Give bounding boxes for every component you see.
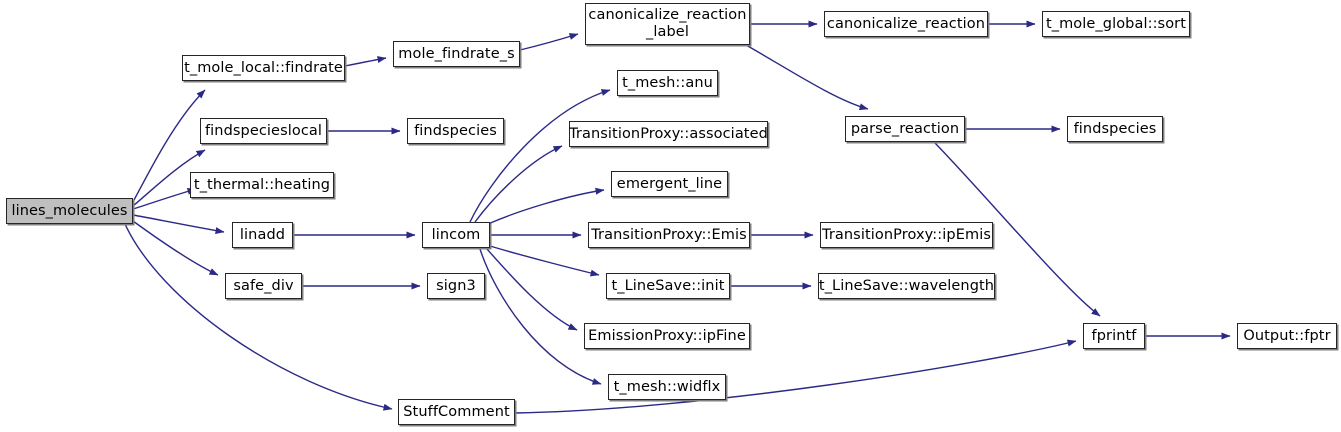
node-t_mole_global_sort[interactable]: t_mole_global::sort [1042, 11, 1190, 37]
node-TransitionProxy_associated[interactable]: TransitionProxy::associated [569, 121, 768, 147]
node-canonicalize_reaction_label[interactable]: canonicalize_reaction _label [585, 3, 750, 45]
node-fprintf[interactable]: fprintf [1083, 323, 1145, 349]
node-lines_molecules[interactable]: lines_molecules [6, 198, 133, 224]
edge-mole_findrate_s-to-canonicalize_reaction_label [519, 33, 579, 51]
node-t_LineSave_wavelength[interactable]: t_LineSave::wavelength [818, 273, 995, 299]
node-parse_reaction[interactable]: parse_reaction [845, 116, 965, 142]
edge-StuffComment-to-fprintf [514, 339, 1077, 414]
edge-lincom-to-TransitionProxy_associated [474, 145, 563, 223]
node-lincom[interactable]: lincom [422, 222, 490, 248]
node-safe_div[interactable]: safe_div [225, 273, 302, 299]
edge-lincom-to-emergent_line [487, 187, 605, 225]
node-mole_findrate_s[interactable]: mole_findrate_s [393, 41, 520, 67]
edge-lincom-to-EmissionProxy_ipFine [486, 248, 578, 331]
node-EmissionProxy_ipFine[interactable]: EmissionProxy::ipFine [584, 323, 750, 349]
node-Output_fptr[interactable]: Output::fptr [1237, 323, 1337, 349]
node-t_thermal_heating[interactable]: t_thermal::heating [190, 172, 334, 198]
node-findspecieslocal[interactable]: findspecieslocal [200, 118, 327, 144]
edge-t_mole_local_findrate-to-mole_findrate_s [344, 56, 387, 67]
edge-lincom-to-t_LineSave_init [489, 245, 600, 277]
node-emergent_line[interactable]: emergent_line [611, 171, 728, 197]
edge-lincom-to-t_mesh_anu [469, 89, 611, 223]
node-t_LineSave_init[interactable]: t_LineSave::init [606, 273, 730, 299]
node-TransitionProxy_ipEmis[interactable]: TransitionProxy::ipEmis [820, 222, 993, 248]
edge-lines_molecules-to-safe_div [132, 220, 219, 276]
node-canonicalize_reaction[interactable]: canonicalize_reaction [824, 11, 988, 37]
edge-canonicalize_reaction_label-to-parse_reaction [745, 44, 869, 111]
edge-lines_molecules-to-linadd [132, 214, 225, 235]
node-linadd[interactable]: linadd [232, 222, 293, 248]
node-findspecies_left[interactable]: findspecies [407, 118, 504, 144]
node-StuffComment[interactable]: StuffComment [398, 399, 515, 425]
node-t_mole_local_findrate[interactable]: t_mole_local::findrate [182, 55, 345, 81]
edge-lincom-to-t_mesh_widflx [479, 248, 602, 385]
edge-lines_molecules-to-StuffComment [124, 223, 393, 411]
node-TransitionProxy_Emis[interactable]: TransitionProxy::Emis [588, 222, 750, 248]
node-t_mesh_anu[interactable]: t_mesh::anu [617, 70, 718, 96]
edge-lines_molecules-to-t_thermal_heating [132, 187, 197, 210]
node-t_mesh_widflx[interactable]: t_mesh::widflx [608, 374, 726, 400]
node-findspecies_right[interactable]: findspecies [1067, 116, 1163, 142]
node-sign3[interactable]: sign3 [427, 273, 485, 299]
